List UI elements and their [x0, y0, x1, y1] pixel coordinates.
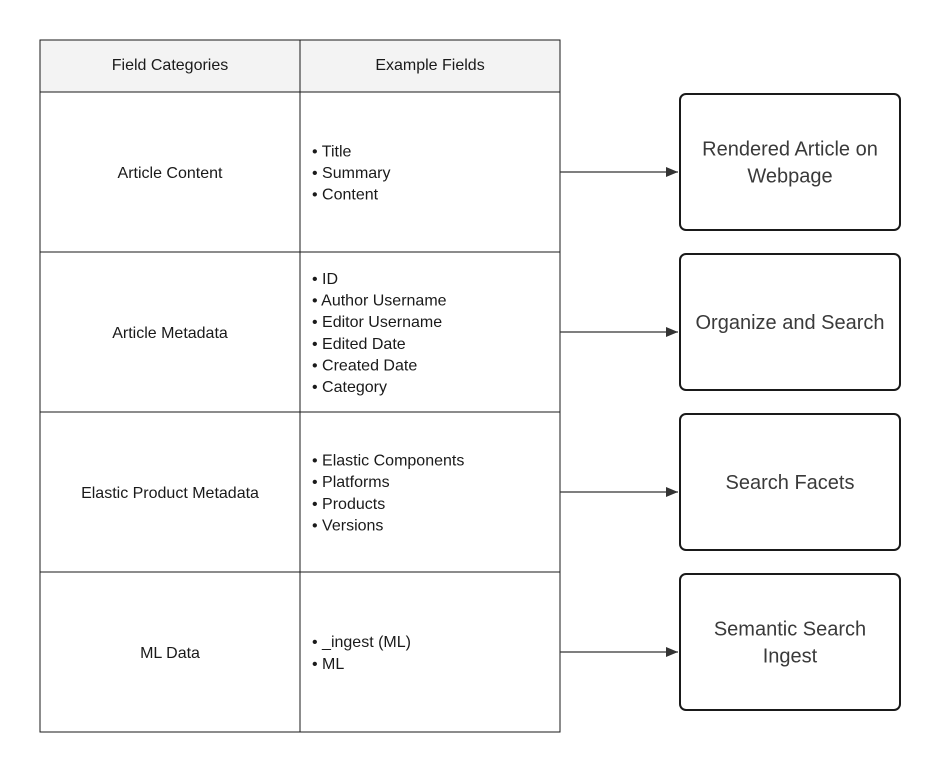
field-list-item: • Versions — [312, 517, 383, 534]
target-box — [679, 93, 901, 231]
header-field-categories: Field Categories — [112, 57, 229, 74]
target-label: Semantic Search — [714, 619, 866, 641]
category-label: Elastic Product Metadata — [81, 485, 259, 502]
target-label: Organize and Search — [695, 312, 884, 334]
target-box — [679, 573, 901, 711]
field-list-item: • Editor Username — [312, 314, 442, 331]
field-list-item: • _ingest (ML) — [312, 634, 411, 651]
field-list-item: • Summary — [312, 165, 391, 182]
header-example-fields: Example Fields — [375, 57, 484, 74]
target-label: Ingest — [763, 646, 818, 668]
field-list-item: • Elastic Components — [312, 453, 464, 470]
field-list-item: • Category — [312, 379, 387, 396]
target-box — [679, 253, 901, 391]
field-list-item: • Title — [312, 143, 351, 160]
category-label: Article Metadata — [112, 325, 228, 342]
target-label: Webpage — [747, 166, 832, 188]
category-label: Article Content — [118, 165, 223, 182]
field-list-item: • ID — [312, 271, 338, 288]
field-list-item: • Content — [312, 187, 379, 204]
field-list-item: • Edited Date — [312, 336, 406, 353]
field-list-item: • Platforms — [312, 474, 390, 491]
field-list-item: • Author Username — [312, 293, 447, 310]
category-label: ML Data — [140, 645, 200, 662]
target-label: Search Facets — [726, 472, 855, 494]
table-border — [39, 39, 561, 733]
target-box — [679, 413, 901, 551]
field-list-item: • ML — [312, 656, 344, 673]
field-list-item: • Created Date — [312, 357, 417, 374]
target-label: Rendered Article on — [702, 139, 878, 161]
field-list-item: • Products — [312, 496, 385, 513]
